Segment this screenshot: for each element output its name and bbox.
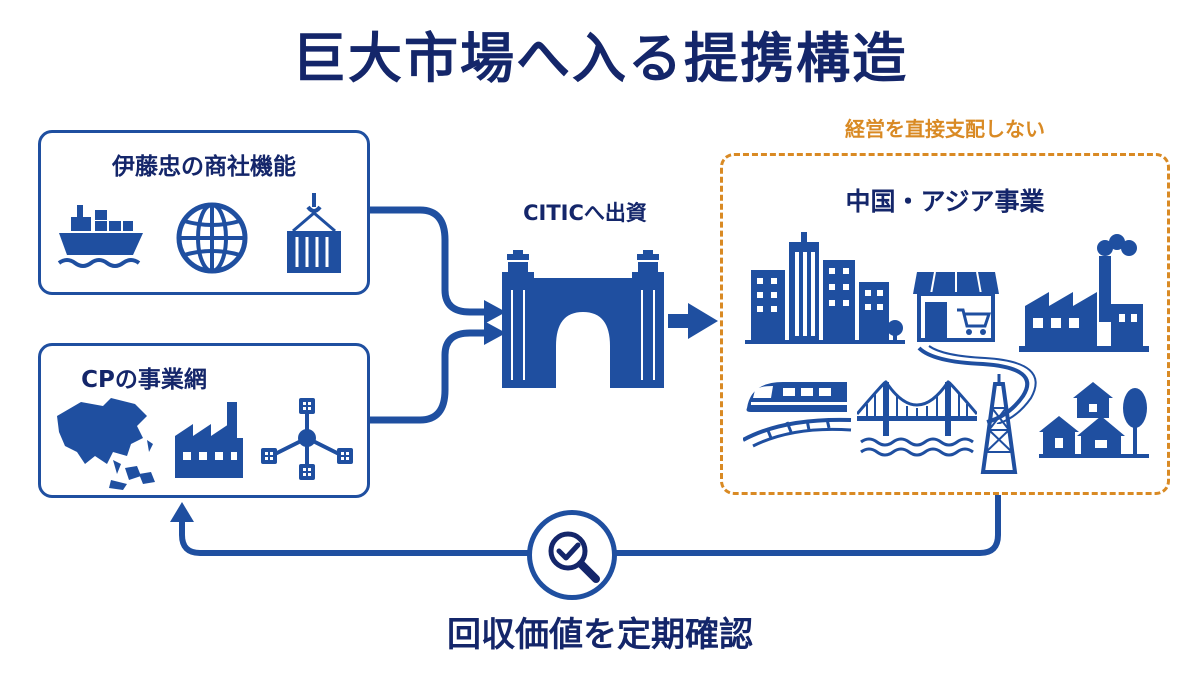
ship-icon bbox=[57, 205, 143, 268]
bottom-label: 回収価値を定期確認 bbox=[447, 615, 753, 655]
network-icon bbox=[261, 398, 353, 480]
itochu-box: 伊藤忠の商社機能 bbox=[38, 130, 370, 295]
magnifier-check-icon bbox=[548, 531, 600, 583]
itochu-box-title: 伊藤忠の商社機能 bbox=[112, 154, 296, 180]
bridge-icon bbox=[857, 380, 977, 457]
tower-icon bbox=[980, 374, 1018, 474]
factory-icon-asia bbox=[1019, 234, 1149, 352]
globe-icon bbox=[176, 202, 248, 274]
arrow-itochu-to-citic bbox=[366, 206, 492, 316]
asia-map-icon bbox=[57, 398, 155, 490]
asia-note: 経営を直接支配しない bbox=[845, 117, 1045, 141]
asia-box: 中国・アジア事業 bbox=[720, 153, 1170, 495]
shop-icon bbox=[913, 272, 999, 342]
houses-icon bbox=[1039, 382, 1149, 458]
city-buildings-icon bbox=[745, 232, 905, 344]
return-arrowhead bbox=[170, 502, 194, 522]
factory-icon bbox=[175, 402, 243, 478]
cp-box-title: CPの事業網 bbox=[81, 367, 207, 393]
citic-label: CITICへ出資 bbox=[523, 201, 647, 225]
gate-icon bbox=[502, 250, 664, 388]
page-title: 巨大市場へ入る提携構造 bbox=[292, 27, 908, 90]
arrow-cp-to-citic bbox=[366, 329, 492, 424]
review-badge bbox=[527, 510, 617, 600]
cp-box: CPの事業網 bbox=[38, 343, 370, 498]
asia-box-title: 中国・アジア事業 bbox=[845, 187, 1045, 216]
train-icon bbox=[743, 382, 852, 448]
container-crane-icon bbox=[287, 193, 341, 273]
